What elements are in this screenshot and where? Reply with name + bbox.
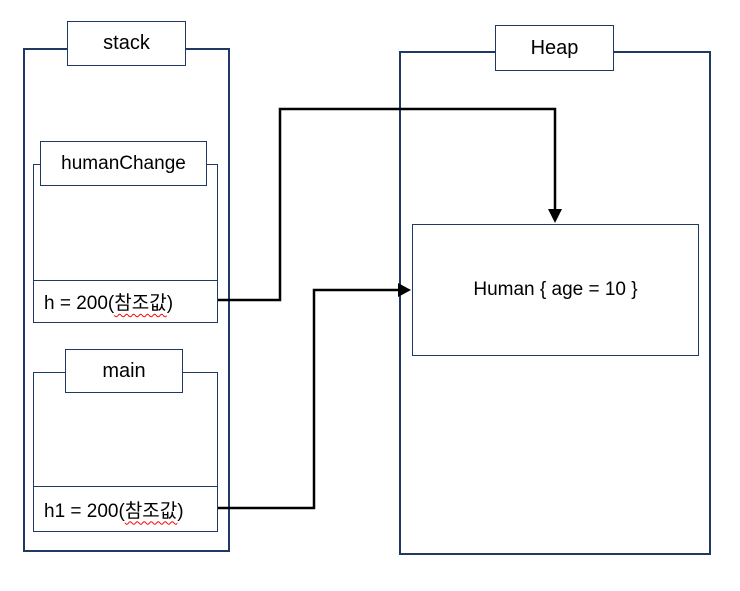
heap-title: Heap bbox=[495, 25, 614, 71]
variable-h1-text: h1 = 200(참조값) bbox=[44, 496, 184, 523]
stack-frame-label-humanchange-text: humanChange bbox=[61, 152, 186, 174]
stack-title-text: stack bbox=[103, 32, 150, 54]
variable-h-prefix: h = 200( bbox=[44, 293, 115, 314]
variable-h1-suffix: ) bbox=[177, 500, 184, 522]
variable-h1-box: h1 = 200(참조값) bbox=[33, 486, 218, 532]
stack-frame-label-main: main bbox=[65, 349, 183, 393]
variable-h1-prefix: h1 = 200( bbox=[44, 500, 125, 522]
stack-frame-label-main-text: main bbox=[102, 359, 146, 382]
variable-h-suffix: ) bbox=[166, 293, 174, 314]
stack-frame-label-humanchange: humanChange bbox=[40, 141, 207, 186]
stack-title: stack bbox=[67, 21, 186, 66]
heap-object-human: Human { age = 10 } bbox=[412, 224, 699, 356]
heap-object-human-text: Human { age = 10 } bbox=[473, 279, 638, 300]
variable-h1-spellchecked-word: 참조값 bbox=[124, 500, 178, 522]
heap-title-text: Heap bbox=[530, 36, 579, 59]
variable-h-spellchecked-word: 참조값 bbox=[114, 293, 167, 314]
arrow-h1-to-human-object bbox=[218, 283, 411, 510]
variable-h-box: h = 200(참조값) bbox=[33, 280, 218, 323]
variable-h-text: h = 200(참조값) bbox=[44, 288, 173, 315]
arrow-h1-path bbox=[218, 288, 399, 510]
